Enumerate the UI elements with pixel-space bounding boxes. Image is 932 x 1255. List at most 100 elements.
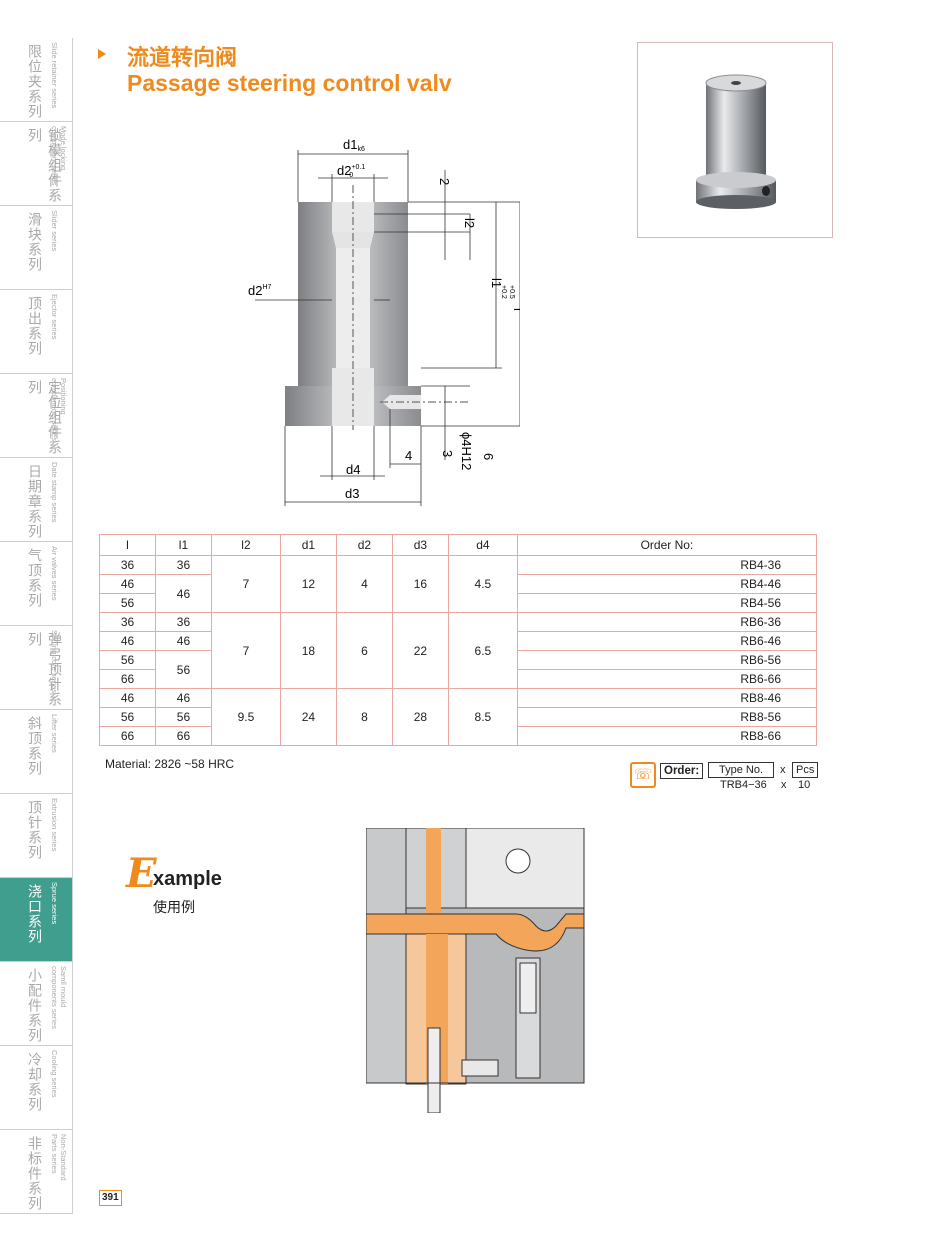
title-arrow-icon xyxy=(98,49,106,59)
order-example-multiply: x xyxy=(781,779,787,791)
cell-d1: 18 xyxy=(279,612,337,689)
cell-l: 66 xyxy=(99,669,156,689)
sidebar-item[interactable]: 冷却系列 Cooling series xyxy=(0,1046,73,1130)
cell-order-no: RB4-46 xyxy=(516,574,818,594)
cell-order-no: RB8-66 xyxy=(516,726,818,746)
cell-l1: 36 xyxy=(154,612,212,632)
sidebar-item[interactable]: 小配件系列 Samll mould components series xyxy=(0,962,73,1046)
table-row: 66 66 RB8-66 xyxy=(99,726,818,746)
order-pcs-label: Pcs xyxy=(792,762,819,778)
col-l1: l1 xyxy=(154,534,212,556)
dim-d4: d4 xyxy=(346,462,360,477)
spec-table: l l1 l2 d1 d2 d3 d4 Order No: 36 36 7 12… xyxy=(99,534,818,746)
sidebar-item-label-zh: 小配件系列 xyxy=(26,968,42,1043)
col-d4: d4 xyxy=(447,534,518,556)
cell-l: 36 xyxy=(99,612,156,632)
table-row: 36 36 7 12 4 16 4.5 RB4-36 xyxy=(99,555,818,613)
svg-text:+0.5: +0.5 xyxy=(508,285,515,299)
cell-l1: 56 xyxy=(154,707,212,727)
cell-order-no: RB6-46 xyxy=(516,631,818,651)
cell-d2: 6 xyxy=(335,612,393,689)
sidebar-item-label-zh: 日期章系列 xyxy=(26,464,42,539)
cell-d4: 8.5 xyxy=(447,688,518,746)
col-l: l xyxy=(99,534,156,556)
cell-l1: 66 xyxy=(154,726,212,746)
sidebar-item-label-en: Sprue series xyxy=(50,882,59,925)
cell-d3: 28 xyxy=(391,688,449,746)
sidebar-item-label-zh: 冷却系列 xyxy=(26,1052,42,1112)
sidebar-item-label-en: Ejector series xyxy=(50,294,59,340)
sidebar-item-label-zh: 弹弓顶针系列 xyxy=(26,632,62,707)
table-row: 66 RB6-66 xyxy=(99,669,818,689)
col-d2: d2 xyxy=(335,534,393,556)
cell-l1: 46 xyxy=(154,688,212,708)
cell-order-no: RB8-56 xyxy=(516,707,818,727)
cell-l: 36 xyxy=(99,555,156,575)
sidebar-item-label-en: Positioning components series xyxy=(50,378,68,441)
sidebar-item-label-en: Non-Standard Parts series xyxy=(50,1134,68,1181)
cell-d3: 16 xyxy=(391,555,449,613)
sidebar-item-label-zh: 锁模组件系列 xyxy=(26,128,62,203)
cell-order-no: RB8-46 xyxy=(516,688,818,708)
example-initial: E xyxy=(126,850,157,897)
col-d1: d1 xyxy=(279,534,337,556)
cell-l1: 46 xyxy=(154,574,212,613)
cell-d2: 8 xyxy=(335,688,393,746)
table-row: 56 56 RB6-56 xyxy=(99,650,818,689)
cell-l: 46 xyxy=(99,688,156,708)
dim-hole: ϕ4H12 xyxy=(459,432,474,470)
example-heading: xample xyxy=(153,868,222,890)
col-d3: d3 xyxy=(391,534,449,556)
dim-d1: d1k6 xyxy=(343,137,365,153)
svg-text:+0.2: +0.2 xyxy=(500,285,507,299)
order-example-type: TRB4−36 xyxy=(720,779,767,791)
sidebar-item-label-en: Slider series xyxy=(50,210,59,252)
product-photo xyxy=(637,42,833,238)
sidebar-item-label-zh: 顶针系列 xyxy=(26,800,42,860)
phone-icon: ☏ xyxy=(630,762,656,788)
table-row: 56 RB4-56 xyxy=(99,593,818,613)
dim-4: 4 xyxy=(405,448,412,463)
sidebar-item[interactable]: 气顶系列 Air valves series xyxy=(0,542,73,626)
material-note: Material: 2826 ~58 HRC xyxy=(105,757,235,771)
order-label: Order: xyxy=(660,763,704,779)
cell-d1: 24 xyxy=(279,688,337,746)
order-example-qty: 10 xyxy=(798,779,811,791)
cell-l1: 36 xyxy=(154,555,212,575)
table-row: 46 46 RB6-46 xyxy=(99,631,818,651)
sidebar-item-label-en: Air valves series xyxy=(50,546,59,601)
cell-order-no: RB6-36 xyxy=(516,612,818,632)
cell-l: 56 xyxy=(99,593,156,613)
table-row: 46 46 9.5 24 8 28 8.5 RB8-46 xyxy=(99,688,818,746)
sidebar-item-label-en: Lifter series xyxy=(50,714,59,753)
page-number: 391 xyxy=(99,1190,122,1206)
cell-d2: 4 xyxy=(335,555,393,613)
cell-l: 66 xyxy=(99,726,156,746)
cell-order-no: RB4-36 xyxy=(516,555,818,575)
cell-d3: 22 xyxy=(391,612,449,689)
example-heading-zh: 使用例 xyxy=(153,900,195,916)
dim-6: 6 xyxy=(481,453,496,460)
sidebar-item-label-en: Samll mould components series xyxy=(50,966,68,1029)
example-diagram xyxy=(365,827,586,1114)
sidebar-item-label-zh: 定位组件系列 xyxy=(26,380,62,455)
title-chinese: 流道转向阀 xyxy=(127,46,238,71)
sidebar-item-label-en: Cooling series xyxy=(50,1050,59,1098)
col-l2: l2 xyxy=(210,534,281,556)
table-row: 56 56 RB8-56 xyxy=(99,707,818,727)
order-type-label: Type No. xyxy=(708,762,775,778)
sidebar-item-label-zh: 斜顶系列 xyxy=(26,716,42,776)
sidebar-item-label-zh: 气顶系列 xyxy=(26,548,42,608)
sidebar-item[interactable]: 斜顶系列 Lifter series xyxy=(0,710,73,794)
